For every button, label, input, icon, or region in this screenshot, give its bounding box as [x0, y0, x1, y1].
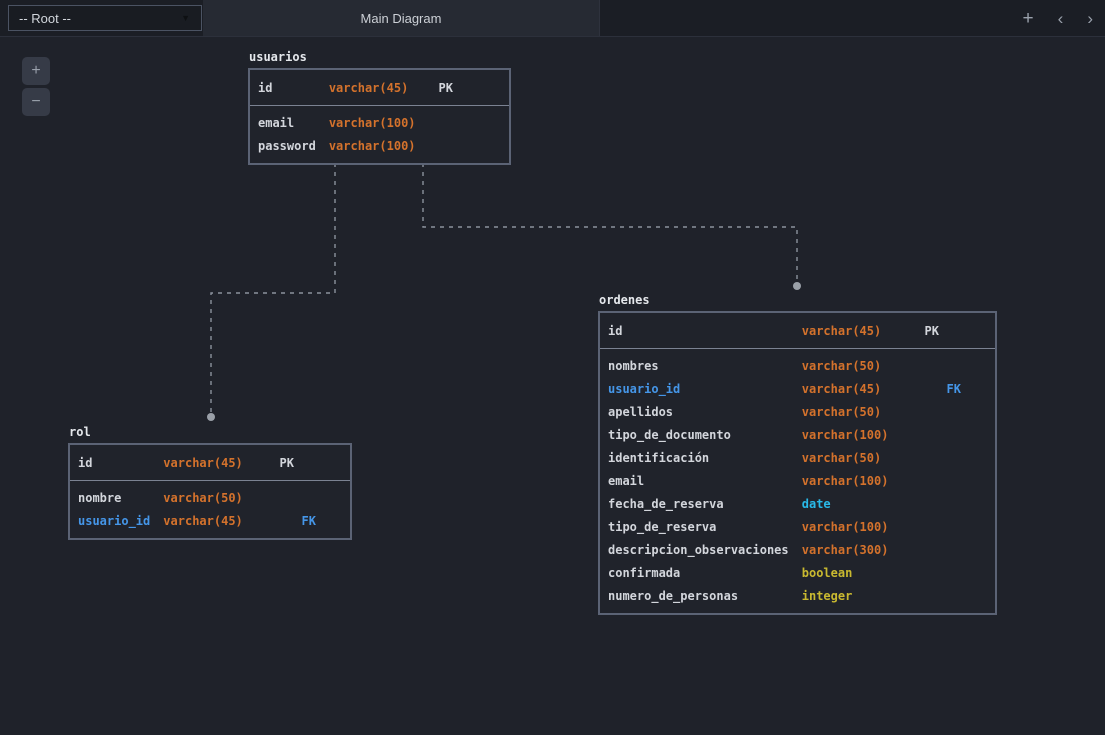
field-name: identificación [608, 450, 710, 465]
primary-key-badge: PK [924, 323, 939, 338]
zoom-in-button[interactable]: + [22, 57, 50, 85]
field-type: date [801, 496, 831, 511]
table-row-usuario_id[interactable]: usuario_id varchar(45) FK [600, 377, 995, 400]
field-type: varchar(50) [801, 450, 882, 465]
primary-key-badge: PK [279, 455, 294, 470]
table-row-id[interactable]: id varchar(45) PK [70, 445, 350, 481]
field-name: fecha_de_reserva [608, 496, 724, 511]
table-node-ordenes[interactable]: ordenes id varchar(45) PK nombres varchar(50)… [598, 293, 997, 615]
table-row-tipo_de_reserva[interactable]: tipo_de_reserva varchar(100) [600, 515, 995, 538]
table-row-descripcion_observaciones[interactable]: descripcion_observaciones varchar(300) [600, 538, 995, 561]
field-type: varchar(45) [801, 323, 882, 338]
table-fields: nombre varchar(50) usuario_id varchar(45) FK [70, 481, 350, 538]
field-name: usuario_id [608, 381, 681, 396]
field-name: confirmada [608, 565, 681, 580]
field-name: descripcion_observaciones [608, 542, 789, 557]
field-name: id [78, 455, 93, 470]
table-title: usuarios [249, 50, 307, 64]
field-name: id [258, 80, 273, 95]
table-row-id[interactable]: id varchar(45) PK [600, 313, 995, 349]
foreign-key-badge: FK [301, 513, 316, 528]
field-type: integer [801, 588, 853, 603]
field-type: varchar(45) [163, 455, 243, 470]
table-box: id varchar(45) PK nombres varchar(50) usuario… [598, 311, 997, 615]
table-row-email[interactable]: email varchar(100) [600, 469, 995, 492]
relationship-line-usuarios-ordenes[interactable] [422, 163, 798, 282]
chevron-left-icon[interactable]: ‹ [1057, 8, 1064, 28]
table-node-usuarios[interactable]: usuarios id varchar(45) PK email varchar(100)… [248, 50, 511, 165]
root-selector-dropdown[interactable]: -- Root -- ▼ [8, 5, 202, 31]
field-name: nombre [78, 490, 122, 505]
field-type: boolean [801, 565, 853, 580]
chevron-down-icon: ▼ [181, 13, 190, 23]
field-type: varchar(45) [328, 80, 409, 95]
table-row-email[interactable]: email varchar(100) [250, 111, 509, 134]
field-name: apellidos [608, 404, 674, 419]
field-type: varchar(100) [801, 427, 889, 442]
field-name: id [608, 323, 623, 338]
relationship-endpoint-dot [207, 413, 215, 421]
new-diagram-icon[interactable]: + [1022, 7, 1034, 29]
relationship-endpoint-dot [793, 282, 801, 290]
table-node-rol[interactable]: rol id varchar(45) PK nombre varchar(50) usuar… [68, 425, 352, 540]
field-type: varchar(300) [801, 542, 889, 557]
field-type: varchar(50) [801, 404, 882, 419]
table-row-nombres[interactable]: nombres varchar(50) [600, 354, 995, 377]
field-name: email [608, 473, 645, 488]
field-name: tipo_de_documento [608, 427, 731, 442]
table-row-identificación[interactable]: identificación varchar(50) [600, 446, 995, 469]
field-type: varchar(100) [801, 519, 889, 534]
field-type: varchar(50) [801, 358, 882, 373]
table-title: ordenes [599, 293, 650, 307]
foreign-key-badge: FK [946, 381, 961, 396]
field-name: usuario_id [78, 513, 151, 528]
table-row-usuario_id[interactable]: usuario_id varchar(45) FK [70, 509, 350, 532]
table-row-id[interactable]: id varchar(45) PK [250, 70, 509, 106]
field-type: varchar(50) [163, 490, 243, 505]
table-title: rol [69, 425, 91, 439]
zoom-controls: + − [22, 57, 50, 116]
zoom-out-button[interactable]: − [22, 88, 50, 116]
tab-main-diagram[interactable]: Main Diagram [203, 0, 600, 36]
field-type: varchar(100) [801, 473, 889, 488]
table-row-numero_de_personas[interactable]: numero_de_personas integer [600, 584, 995, 607]
field-name: numero_de_personas [608, 588, 739, 603]
field-name: tipo_de_reserva [608, 519, 717, 534]
field-name: password [258, 138, 316, 153]
table-row-password[interactable]: password varchar(100) [250, 134, 509, 157]
tab-label: Main Diagram [360, 10, 442, 26]
table-row-tipo_de_documento[interactable]: tipo_de_documento varchar(100) [600, 423, 995, 446]
table-fields: email varchar(100) password varchar(100) [250, 106, 509, 163]
field-name: email [258, 115, 295, 130]
field-type: varchar(100) [328, 138, 416, 153]
table-box: id varchar(45) PK nombre varchar(50) usuario_… [68, 443, 352, 540]
table-row-nombre[interactable]: nombre varchar(50) [70, 486, 350, 509]
toolbar-actions: + ‹ › [1023, 0, 1093, 36]
root-selector-value: -- Root -- [19, 10, 71, 26]
top-toolbar: -- Root -- ▼ Main Diagram + ‹ › [0, 0, 1105, 37]
primary-key-badge: PK [438, 80, 453, 95]
field-type: varchar(45) [801, 381, 882, 396]
field-type: varchar(45) [163, 513, 243, 528]
table-row-fecha_de_reserva[interactable]: fecha_de_reserva date [600, 492, 995, 515]
diagram-canvas[interactable]: + − usuarios id varchar(45) PK email varchar(… [0, 37, 1105, 735]
table-row-apellidos[interactable]: apellidos varchar(50) [600, 400, 995, 423]
chevron-right-icon[interactable]: › [1087, 8, 1093, 28]
table-row-confirmada[interactable]: confirmada boolean [600, 561, 995, 584]
table-fields: nombres varchar(50) usuario_id varchar(45) F… [600, 349, 995, 613]
relationship-line-usuarios-rol[interactable] [210, 163, 336, 413]
field-type: varchar(100) [328, 115, 416, 130]
field-name: nombres [608, 358, 659, 373]
